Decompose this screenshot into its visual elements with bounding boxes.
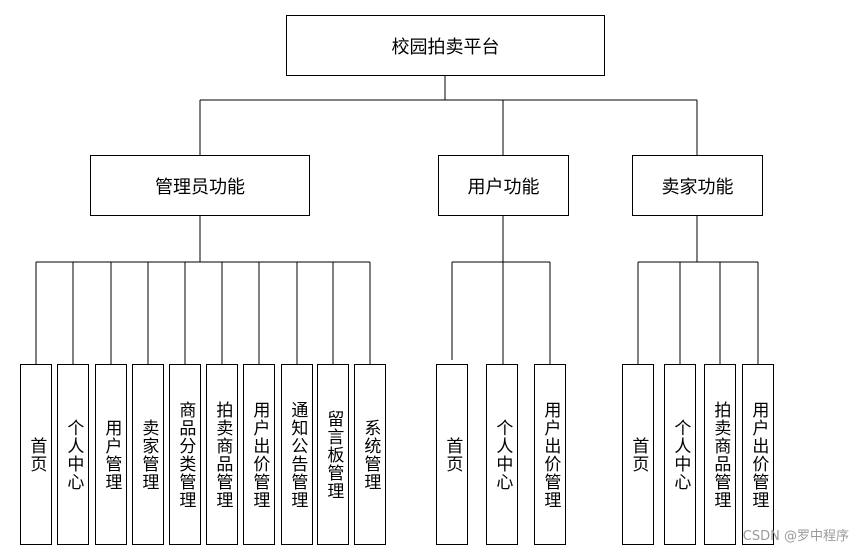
leaf-node-label: 通知公告管理 <box>287 400 308 509</box>
leaf-node: 用户管理 <box>95 364 127 545</box>
leaf-node-label: 个人中心 <box>492 418 513 491</box>
watermark: CSDN @罗中程序 <box>742 529 849 544</box>
group-node-user: 用户功能 <box>438 155 569 216</box>
group-node-user-label: 用户功能 <box>467 176 540 198</box>
leaf-node-label: 商品分类管理 <box>175 400 196 509</box>
leaf-node: 用户出价管理 <box>742 364 774 545</box>
group-node-admin-label: 管理员功能 <box>155 176 245 198</box>
leaf-node: 拍卖商品管理 <box>206 364 238 545</box>
leaf-node-label: 拍卖商品管理 <box>710 400 731 509</box>
group-node-seller: 卖家功能 <box>632 155 763 216</box>
leaf-node: 用户出价管理 <box>243 364 275 545</box>
leaf-node-label: 首页 <box>628 436 649 473</box>
leaf-node: 用户出价管理 <box>534 364 566 545</box>
leaf-node-label: 个人中心 <box>670 418 691 491</box>
leaf-node-label: 卖家管理 <box>138 418 159 491</box>
leaf-node-label: 首页 <box>26 436 47 473</box>
leaf-node: 首页 <box>622 364 654 545</box>
leaf-node: 个人中心 <box>664 364 696 545</box>
leaf-node-label: 用户出价管理 <box>249 400 270 509</box>
root-node-label: 校园拍卖平台 <box>391 36 500 58</box>
leaf-node-label: 用户出价管理 <box>748 400 769 509</box>
leaf-node-label: 系统管理 <box>360 418 381 491</box>
group-node-seller-label: 卖家功能 <box>661 176 734 198</box>
leaf-node: 留言板管理 <box>317 364 349 545</box>
leaf-node-label: 用户管理 <box>101 418 122 491</box>
leaf-node: 系统管理 <box>354 364 386 545</box>
leaf-node: 商品分类管理 <box>169 364 201 545</box>
leaf-node-label: 个人中心 <box>63 418 84 491</box>
leaf-node: 首页 <box>436 364 468 545</box>
leaf-node-label: 留言板管理 <box>323 409 344 500</box>
leaf-node-label: 用户出价管理 <box>540 400 561 509</box>
leaf-node-label: 拍卖商品管理 <box>212 400 233 509</box>
leaf-node-label: 首页 <box>442 436 463 473</box>
leaf-node: 通知公告管理 <box>281 364 313 545</box>
leaf-node: 个人中心 <box>57 364 89 545</box>
leaf-node: 首页 <box>20 364 52 545</box>
leaf-node: 卖家管理 <box>132 364 164 545</box>
root-node: 校园拍卖平台 <box>286 15 605 76</box>
leaf-node: 拍卖商品管理 <box>704 364 736 545</box>
leaf-node: 个人中心 <box>486 364 518 545</box>
group-node-admin: 管理员功能 <box>90 155 310 216</box>
